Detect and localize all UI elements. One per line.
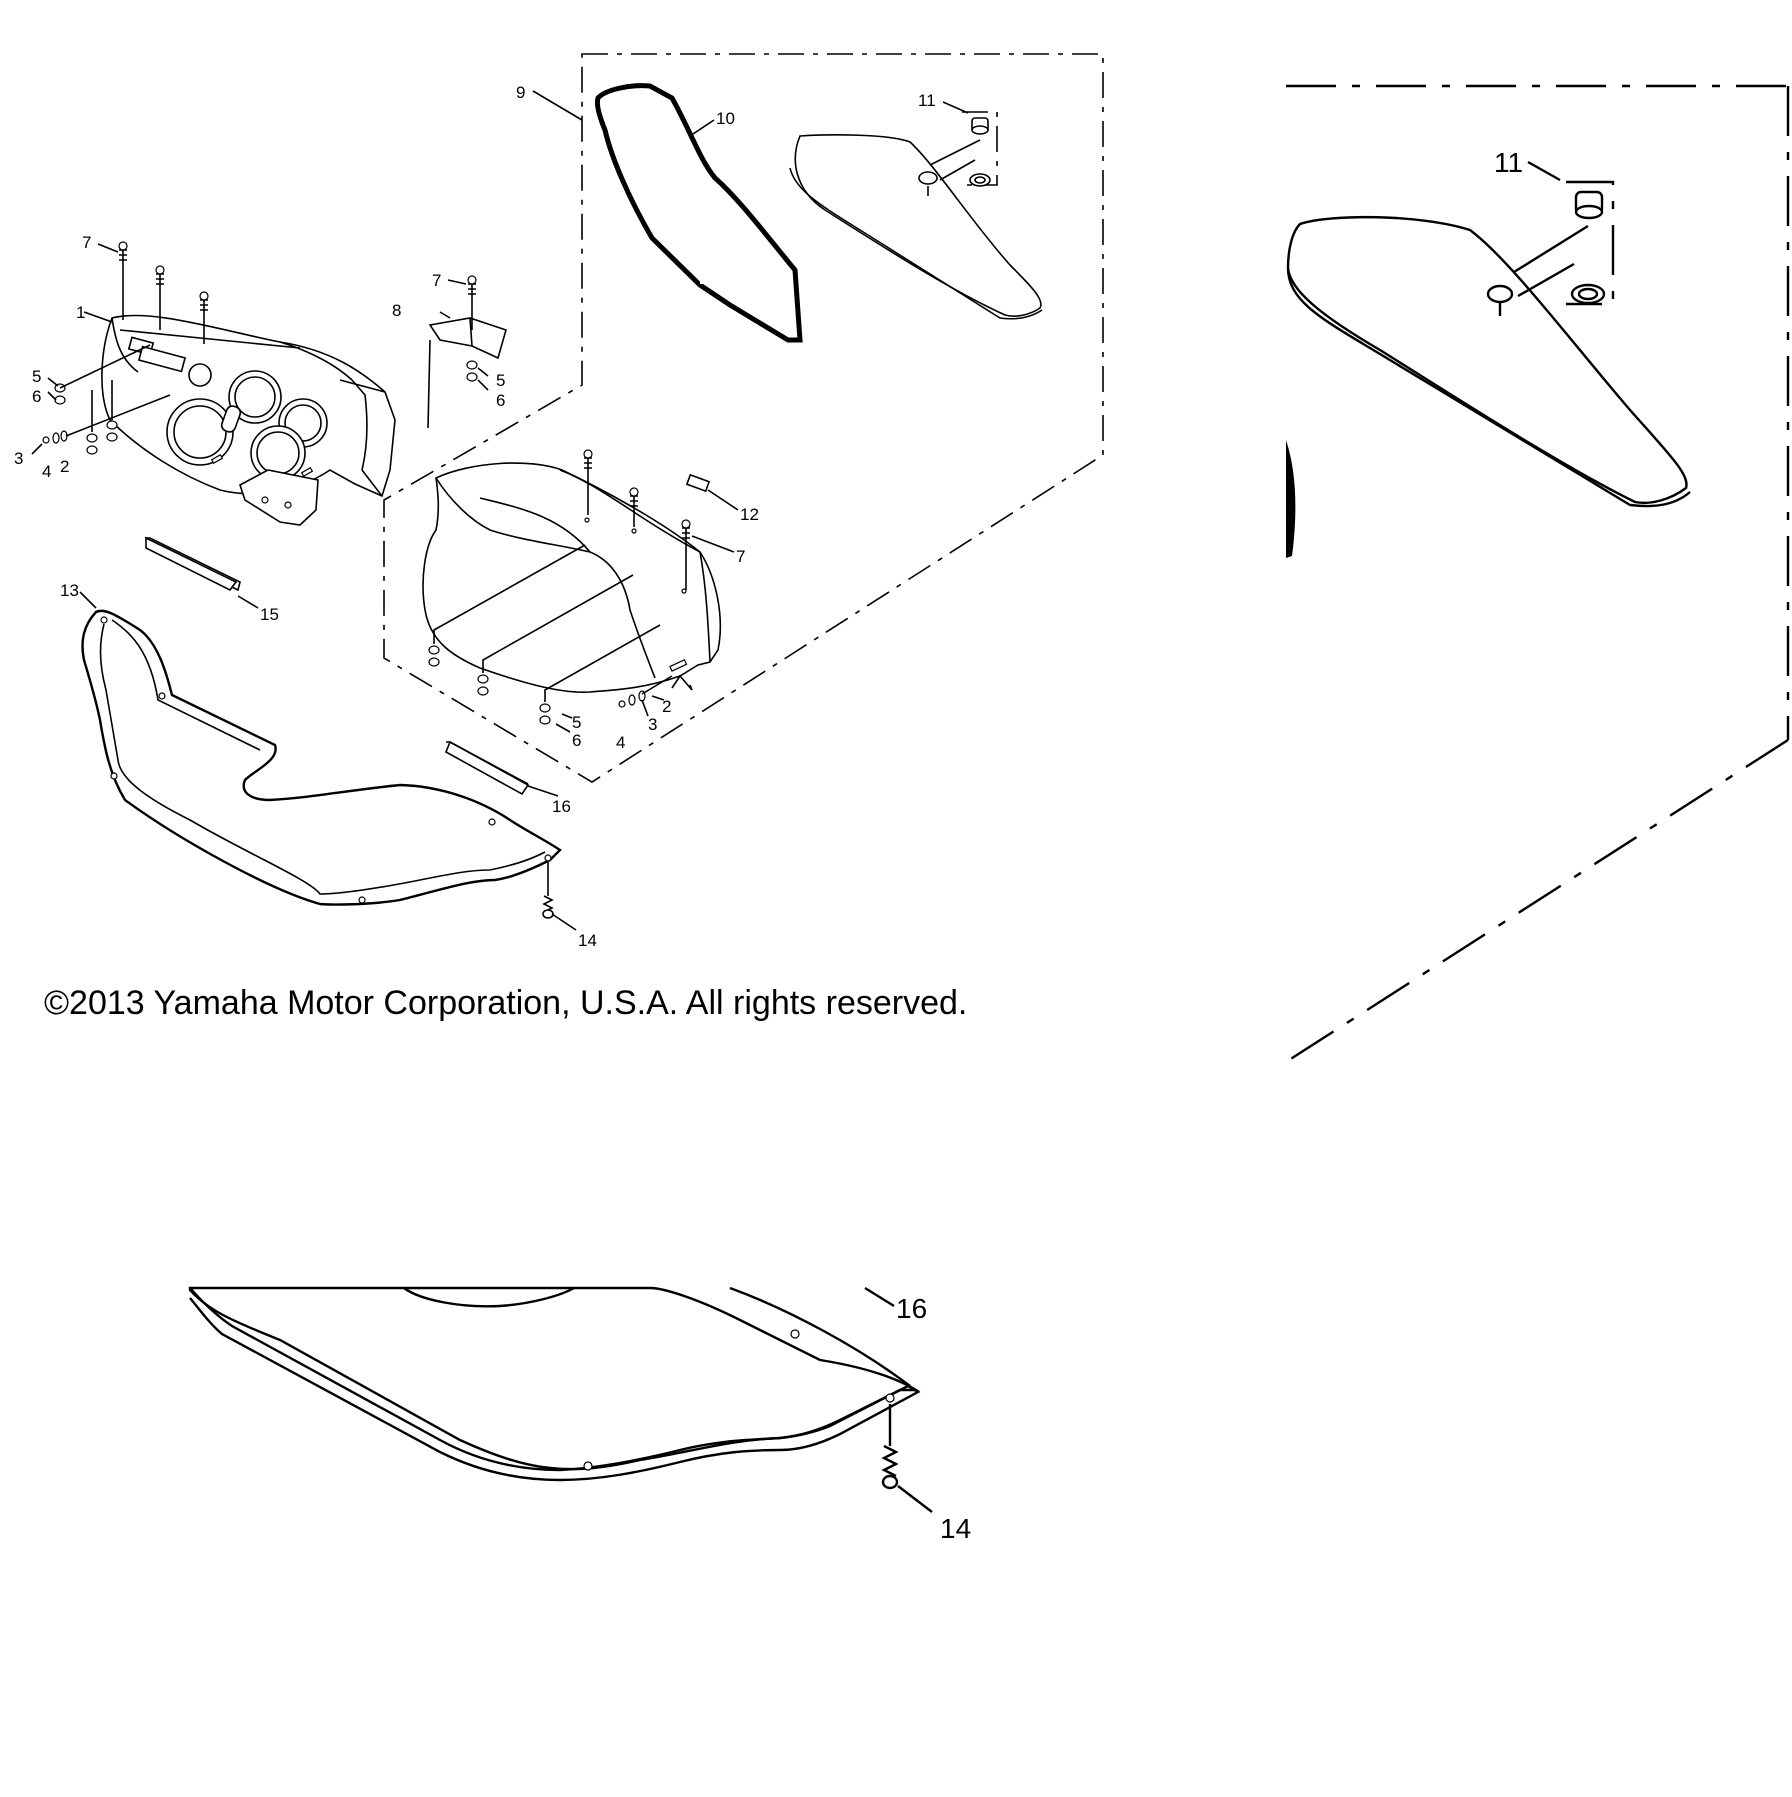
callout-13: 13 xyxy=(60,581,79,600)
seal-10 xyxy=(595,83,803,343)
screw-14 xyxy=(542,862,554,919)
callout-7: 7 xyxy=(432,271,441,290)
callout-14: 14 xyxy=(578,931,597,950)
callout-3: 3 xyxy=(648,715,657,734)
callout-4: 4 xyxy=(42,462,51,481)
seal-10-gap xyxy=(700,270,718,284)
glovebox-lid xyxy=(789,134,1043,320)
detail-view-mat xyxy=(188,1286,933,1513)
callout-4: 4 xyxy=(616,733,625,752)
fastener-group-b xyxy=(428,544,673,725)
callout-7: 7 xyxy=(82,233,91,252)
mat-hole xyxy=(358,896,366,904)
callout-9: 9 xyxy=(516,83,525,102)
dashboard-panel xyxy=(101,314,396,526)
callout-6: 6 xyxy=(572,731,581,750)
callout-5: 5 xyxy=(496,371,505,390)
callout-11: 11 xyxy=(918,91,936,110)
callout-7: 7 xyxy=(736,547,745,566)
spacer-15 xyxy=(144,536,241,592)
fitting-11 xyxy=(929,111,998,187)
callout-2: 2 xyxy=(60,457,69,476)
mat-hole xyxy=(100,616,108,624)
glovebox-bin xyxy=(422,462,722,694)
callout-1: 1 xyxy=(76,303,85,322)
mat-hole xyxy=(158,692,166,700)
detail-callout-14: 14 xyxy=(940,1513,971,1544)
callout-6: 6 xyxy=(496,391,505,410)
detail-callout-16: 16 xyxy=(896,1293,927,1324)
assembly-9-boundary xyxy=(383,53,1104,783)
callout-12: 12 xyxy=(740,505,759,524)
callout-6: 6 xyxy=(32,387,41,406)
copyright-notice: ©2013 Yamaha Motor Corporation, U.S.A. A… xyxy=(44,984,968,1022)
fastener-group-a xyxy=(42,344,171,455)
callout-10: 10 xyxy=(716,109,735,128)
bracket-8 xyxy=(427,275,507,429)
callout-5: 5 xyxy=(572,713,581,732)
mat-hole xyxy=(110,772,118,780)
mat-hole xyxy=(544,854,552,862)
spacer-16 xyxy=(444,740,530,796)
callout-16: 16 xyxy=(552,797,571,816)
callout-15: 15 xyxy=(260,605,279,624)
mat-hole xyxy=(488,818,496,826)
detail-view-lid xyxy=(1285,84,1790,1064)
bolt-7-group-b xyxy=(583,449,711,590)
seal-10-fragment xyxy=(1286,440,1296,558)
detail-callout-11: 11 xyxy=(1494,147,1523,178)
callout-2: 2 xyxy=(662,697,671,716)
leader-lines xyxy=(31,90,969,931)
bolt-7-group-a xyxy=(118,241,209,344)
callout-5: 5 xyxy=(32,367,41,386)
callout-3: 3 xyxy=(14,449,23,468)
callout-8: 8 xyxy=(392,301,401,320)
